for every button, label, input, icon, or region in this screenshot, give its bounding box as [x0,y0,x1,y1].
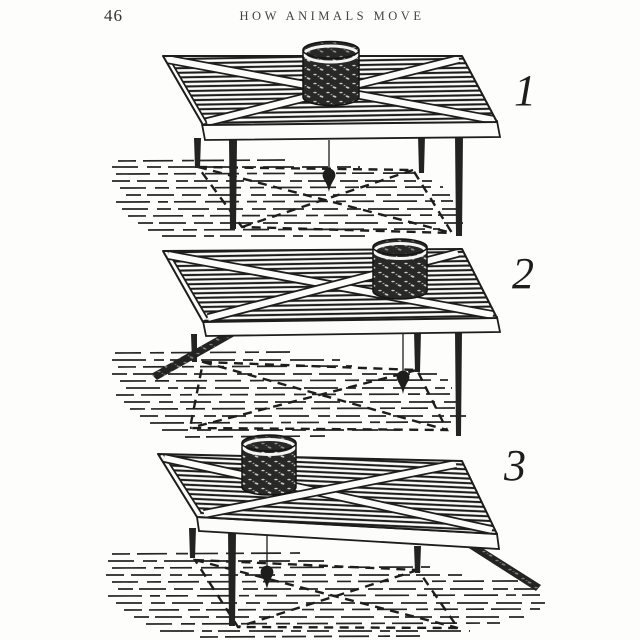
weight-cylinder-3 [241,434,297,496]
ground-hatching-1 [112,159,468,237]
table-legs-1 [194,135,463,236]
tabletop-outline-3 [157,453,498,535]
plumb-bob-3 [260,565,274,589]
figure-1-label: 1 [514,66,536,115]
figure-2-illustration [112,238,502,438]
page-number: 46 [104,6,123,25]
floor-projection-1 [195,165,455,235]
figure-3-illustration [106,434,545,638]
figure-2-label: 2 [512,249,534,298]
table-legs-2 [151,328,462,436]
figure-3-label: 3 [504,441,526,490]
tabletop-2 [163,249,497,322]
plumb-bob-2 [396,370,410,394]
tabletop-outline-1 [162,55,498,126]
weight-cylinder-1 [302,40,360,107]
plumb-bob-1 [322,168,336,192]
floor-projection-3 [192,558,461,630]
floor-projection-2 [188,360,449,432]
running-title: HOW ANIMALS MOVE [239,9,425,23]
weight-cylinder-2 [372,238,428,300]
figure-1-illustration [112,40,502,237]
tabletop-outline-2 [162,248,498,323]
